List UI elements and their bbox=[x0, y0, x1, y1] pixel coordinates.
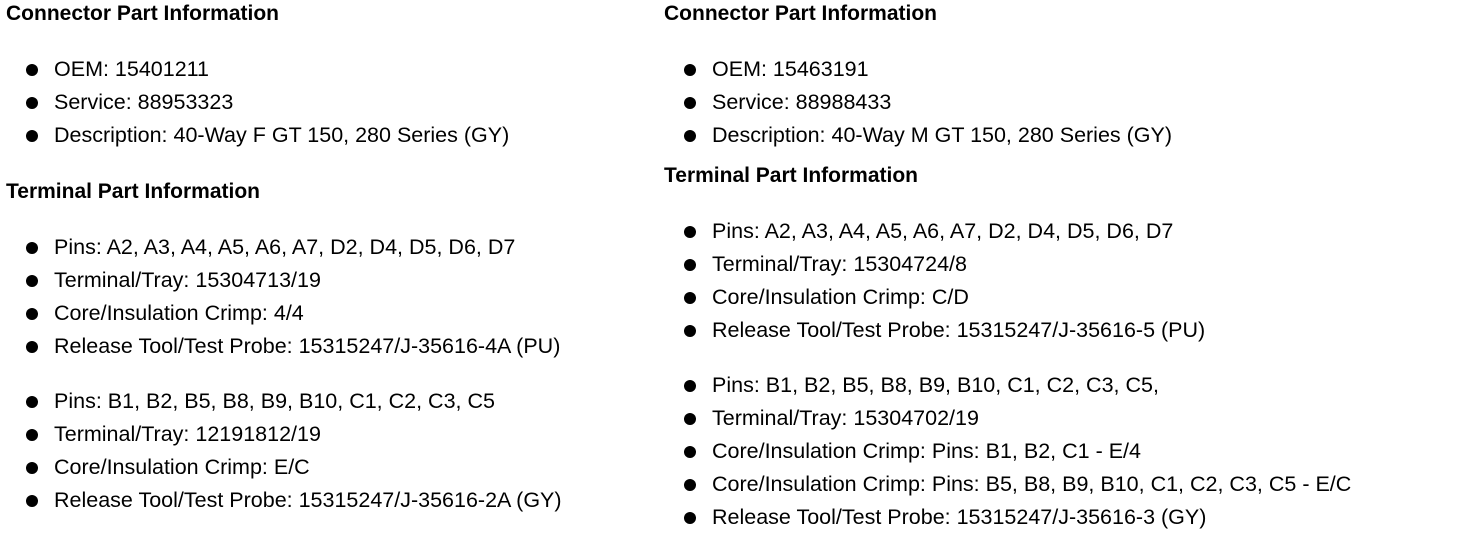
left-terminal-group-1-item: Pins: A2, A3, A4, A5, A6, A7, D2, D4, D5… bbox=[6, 231, 560, 264]
bullet-icon bbox=[26, 242, 38, 254]
list-item-text: Description: 40-Way M GT 150, 280 Series… bbox=[712, 123, 1173, 147]
list-item-text: Release Tool/Test Probe: 15315247/J-3561… bbox=[712, 318, 1206, 342]
bullet-icon bbox=[26, 130, 38, 142]
left-connector-heading: Connector Part Information bbox=[6, 2, 280, 25]
bullet-icon bbox=[26, 308, 38, 320]
right-terminal-group-2-item: Core/Insulation Crimp: Pins: B1, B2, C1 … bbox=[664, 435, 1351, 468]
bullet-icon bbox=[26, 97, 38, 109]
list-item-text: Core/Insulation Crimp: Pins: B5, B8, B9,… bbox=[712, 472, 1352, 496]
list-item-text: Core/Insulation Crimp: Pins: B1, B2, C1 … bbox=[712, 439, 1141, 463]
bullet-icon bbox=[684, 130, 696, 142]
bullet-icon bbox=[684, 259, 696, 271]
left-terminal-group-1-item: Core/Insulation Crimp: 4/4 bbox=[6, 297, 560, 330]
right-terminal-group-1: Pins: A2, A3, A4, A5, A6, A7, D2, D4, D5… bbox=[664, 215, 1205, 347]
list-item-text: Release Tool/Test Probe: 15315247/J-3561… bbox=[712, 505, 1207, 529]
bullet-icon bbox=[26, 275, 38, 287]
left-connector-item: Service: 88953323 bbox=[6, 86, 509, 119]
left-terminal-group-1-item: Terminal/Tray: 15304713/19 bbox=[6, 264, 560, 297]
list-item-text: Service: 88953323 bbox=[54, 90, 234, 114]
bullet-icon bbox=[26, 429, 38, 441]
list-item-text: Description: 40-Way F GT 150, 280 Series… bbox=[54, 123, 510, 147]
bullet-icon bbox=[684, 226, 696, 238]
right-connector-item: Service: 88988433 bbox=[664, 86, 1172, 119]
bullet-icon bbox=[684, 446, 696, 458]
left-connector-item: Description: 40-Way F GT 150, 280 Series… bbox=[6, 119, 509, 152]
list-item-text: Terminal/Tray: 15304702/19 bbox=[712, 406, 979, 430]
list-item-text: Terminal/Tray: 15304713/19 bbox=[54, 268, 321, 292]
right-connector-item: OEM: 15463191 bbox=[664, 53, 1172, 86]
left-terminal-group-2-item: Terminal/Tray: 12191812/19 bbox=[6, 418, 562, 451]
bullet-icon bbox=[26, 462, 38, 474]
left-terminal-group-2-item: Pins: B1, B2, B5, B8, B9, B10, C1, C2, C… bbox=[6, 385, 562, 418]
list-item-text: Core/Insulation Crimp: 4/4 bbox=[54, 301, 304, 325]
list-item-text: Pins: A2, A3, A4, A5, A6, A7, D2, D4, D5… bbox=[54, 235, 516, 259]
bullet-icon bbox=[684, 512, 696, 524]
right-terminal-group-2-item: Core/Insulation Crimp: Pins: B5, B8, B9,… bbox=[664, 468, 1351, 501]
list-item-text: Service: 88988433 bbox=[712, 90, 892, 114]
bullet-icon bbox=[684, 97, 696, 109]
list-item-text: Release Tool/Test Probe: 15315247/J-3561… bbox=[54, 334, 561, 358]
list-item-text: Core/Insulation Crimp: C/D bbox=[712, 285, 969, 309]
list-item-text: Terminal/Tray: 12191812/19 bbox=[54, 422, 321, 446]
list-item-text: Core/Insulation Crimp: E/C bbox=[54, 455, 310, 479]
right-terminal-group-2-item: Terminal/Tray: 15304702/19 bbox=[664, 402, 1351, 435]
list-item-text: Pins: A2, A3, A4, A5, A6, A7, D2, D4, D5… bbox=[712, 219, 1174, 243]
right-terminal-group-1-item: Pins: A2, A3, A4, A5, A6, A7, D2, D4, D5… bbox=[664, 215, 1205, 248]
right-terminal-group-2: Pins: B1, B2, B5, B8, B9, B10, C1, C2, C… bbox=[664, 369, 1351, 534]
left-terminal-heading: Terminal Part Information bbox=[6, 180, 260, 203]
bullet-icon bbox=[26, 396, 38, 408]
right-connector-item: Description: 40-Way M GT 150, 280 Series… bbox=[664, 119, 1172, 152]
bullet-icon bbox=[684, 479, 696, 491]
list-item-text: Release Tool/Test Probe: 15315247/J-3561… bbox=[54, 488, 562, 512]
bullet-icon bbox=[26, 495, 38, 507]
left-terminal-group-1-item: Release Tool/Test Probe: 15315247/J-3561… bbox=[6, 330, 560, 363]
left-terminal-group-1: Pins: A2, A3, A4, A5, A6, A7, D2, D4, D5… bbox=[6, 231, 560, 363]
bullet-icon bbox=[26, 64, 38, 76]
bullet-icon bbox=[684, 413, 696, 425]
list-item-text: OEM: 15401211 bbox=[54, 57, 209, 81]
right-connector-heading: Connector Part Information bbox=[664, 2, 938, 25]
bullet-icon bbox=[684, 64, 696, 76]
bullet-icon bbox=[684, 325, 696, 337]
right-terminal-group-2-item: Pins: B1, B2, B5, B8, B9, B10, C1, C2, C… bbox=[664, 369, 1351, 402]
left-terminal-group-2-item: Release Tool/Test Probe: 15315247/J-3561… bbox=[6, 484, 562, 517]
bullet-icon bbox=[26, 341, 38, 353]
left-terminal-group-2: Pins: B1, B2, B5, B8, B9, B10, C1, C2, C… bbox=[6, 385, 562, 517]
left-connector-item: OEM: 15401211 bbox=[6, 53, 509, 86]
bullet-icon bbox=[684, 292, 696, 304]
list-item-text: Terminal/Tray: 15304724/8 bbox=[712, 252, 967, 276]
list-item-text: Pins: B1, B2, B5, B8, B9, B10, C1, C2, C… bbox=[54, 389, 495, 413]
right-terminal-heading: Terminal Part Information bbox=[664, 164, 918, 187]
bullet-icon bbox=[684, 380, 696, 392]
right-terminal-group-2-item: Release Tool/Test Probe: 15315247/J-3561… bbox=[664, 501, 1351, 534]
left-terminal-group-2-item: Core/Insulation Crimp: E/C bbox=[6, 451, 562, 484]
list-item-text: Pins: B1, B2, B5, B8, B9, B10, C1, C2, C… bbox=[712, 373, 1159, 397]
right-terminal-group-1-item: Release Tool/Test Probe: 15315247/J-3561… bbox=[664, 314, 1205, 347]
right-terminal-group-1-item: Core/Insulation Crimp: C/D bbox=[664, 281, 1205, 314]
list-item-text: OEM: 15463191 bbox=[712, 57, 869, 81]
right-terminal-group-1-item: Terminal/Tray: 15304724/8 bbox=[664, 248, 1205, 281]
